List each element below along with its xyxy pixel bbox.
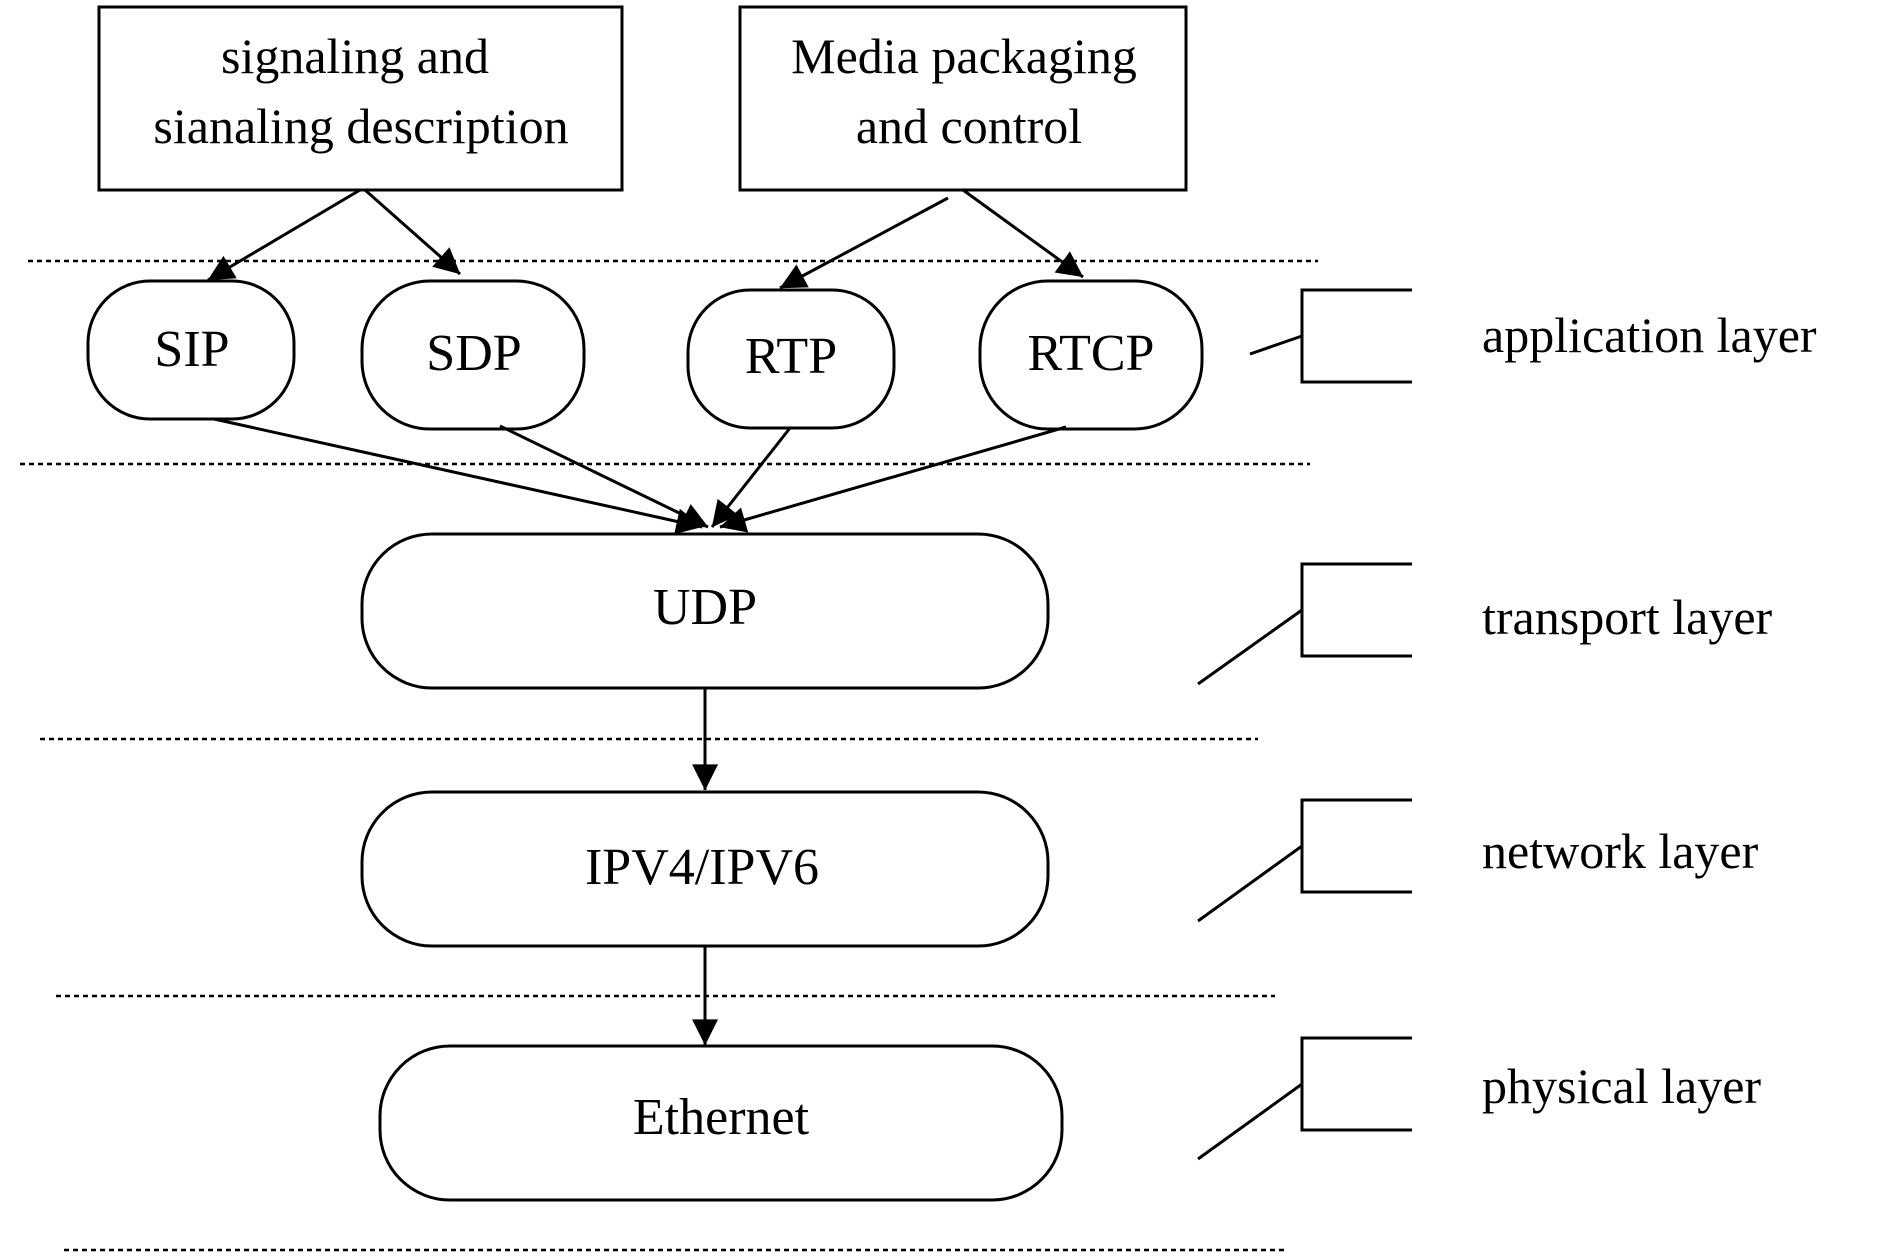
udp-label: UDP <box>653 579 757 636</box>
media-box: Media packaging and control <box>738 5 1188 192</box>
sdp-node: SDP <box>360 279 586 431</box>
arrow-rtp-to-udp <box>710 427 792 528</box>
ip-node: IPV4/IPV6 <box>360 790 1050 948</box>
media-box-line2: and control <box>856 98 1082 154</box>
network-layer-callout: network layer <box>1197 798 1759 923</box>
transport-layer-label: transport layer <box>1482 589 1773 645</box>
application-layer-callout: application layer <box>1249 288 1817 384</box>
ip-label: IPV4/IPV6 <box>585 839 819 896</box>
rtp-label: RTP <box>745 328 837 385</box>
rtcp-node: RTCP <box>978 279 1204 431</box>
udp-node: UDP <box>360 532 1050 690</box>
arrow-signaling-to-sip <box>207 188 361 282</box>
arrow-sdp-to-udp <box>499 424 709 529</box>
physical-layer-label: physical layer <box>1482 1058 1761 1114</box>
arrow-rtcp-to-udp <box>719 425 1067 533</box>
rtp-node: RTP <box>686 288 896 430</box>
transport-layer-callout: transport layer <box>1197 562 1773 686</box>
arrow-media-to-rtcp <box>962 188 1084 279</box>
media-box-line1: Media packaging <box>791 28 1137 84</box>
ethernet-label: Ethernet <box>633 1089 810 1146</box>
signaling-box: signaling and sianaling description <box>97 5 624 192</box>
arrow-media-to-rtp <box>779 196 949 290</box>
physical-layer-callout: physical layer <box>1197 1036 1761 1161</box>
arrow-signaling-to-sdp <box>364 188 461 276</box>
sip-node: SIP <box>86 279 296 421</box>
sdp-label: SDP <box>426 325 521 382</box>
arrow-sip-to-udp <box>213 417 703 535</box>
ethernet-node: Ethernet <box>378 1044 1064 1202</box>
sip-label: SIP <box>154 321 229 378</box>
network-layer-label: network layer <box>1482 823 1759 879</box>
signaling-box-line1: signaling and <box>221 28 489 84</box>
signaling-box-line2: sianaling description <box>153 98 568 154</box>
application-layer-label: application layer <box>1482 307 1817 363</box>
rtcp-label: RTCP <box>1028 325 1155 382</box>
